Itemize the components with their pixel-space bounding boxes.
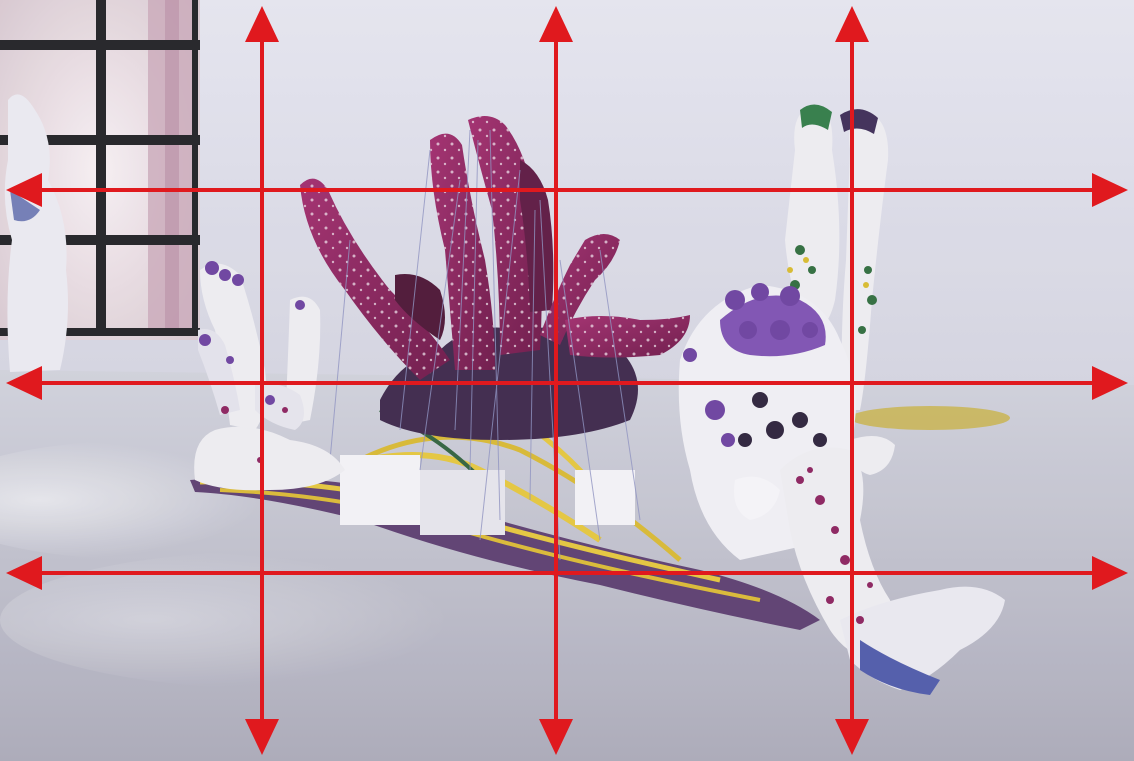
white-hands-left	[194, 261, 345, 491]
white-figure-right	[678, 283, 1005, 695]
white-blocks	[340, 455, 635, 535]
